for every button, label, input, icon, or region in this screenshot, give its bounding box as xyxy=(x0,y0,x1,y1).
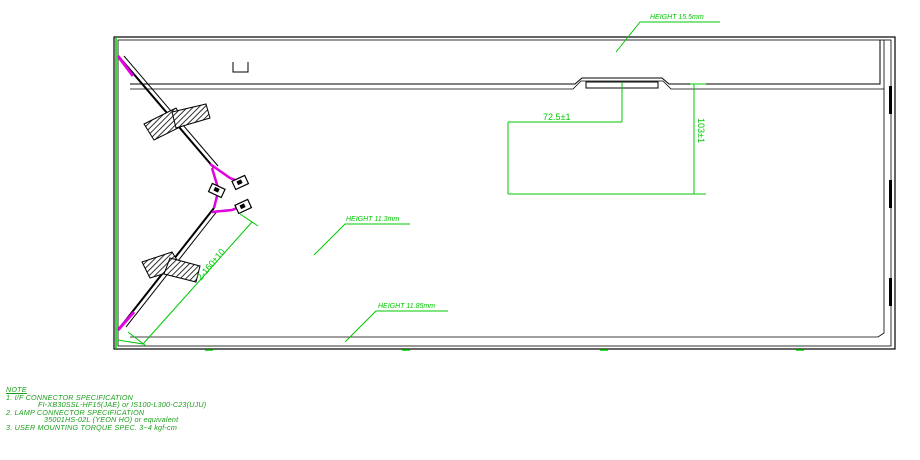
height-top-label: HEIGHT 15.5mm xyxy=(650,14,704,21)
note-item-1: 1. I/F CONNECTOR SPECIFICATION xyxy=(6,392,134,402)
panel-bezel xyxy=(130,40,885,338)
note-item-2-detail: 35001HS-02L (YEON HO) or equivalent xyxy=(44,415,179,425)
note-item-2: 2. LAMP CONNECTOR SPECIFICATION xyxy=(6,407,145,417)
note-item-3: 3. USER MOUNTING TORQUE SPEC. 3~4 kgf-cm xyxy=(6,422,178,432)
notes-block: NOTE 1. I/F CONNECTOR SPECIFICATION FI-X… xyxy=(6,386,206,432)
width-dimension-label: 72.5±1 xyxy=(543,112,570,122)
cable-length-dimension xyxy=(117,213,259,347)
connector-dimension-lines xyxy=(507,82,706,195)
cable-clamp-lower xyxy=(141,251,201,283)
right-mounting-tabs xyxy=(889,86,892,306)
lamp-connector-3 xyxy=(234,198,253,215)
vertical-dimension-label: 103±1 xyxy=(696,118,706,143)
note-item-1-detail: FI-XB30SSL-HF15(JAE) or IS100-L300-C23(U… xyxy=(38,400,207,410)
cable-clamp-upper xyxy=(143,103,211,141)
lamp-connector-1 xyxy=(231,174,250,191)
height-mid-label: HEIGHT 11.3mm xyxy=(346,216,399,223)
lamp-connector-2 xyxy=(207,182,226,199)
height-bottom-label: HEIGHT 11.85mm xyxy=(378,303,435,310)
height-leaders xyxy=(313,21,720,343)
notes-title: NOTE xyxy=(6,385,27,394)
cable-length-label: 2-160±10 xyxy=(195,247,227,283)
